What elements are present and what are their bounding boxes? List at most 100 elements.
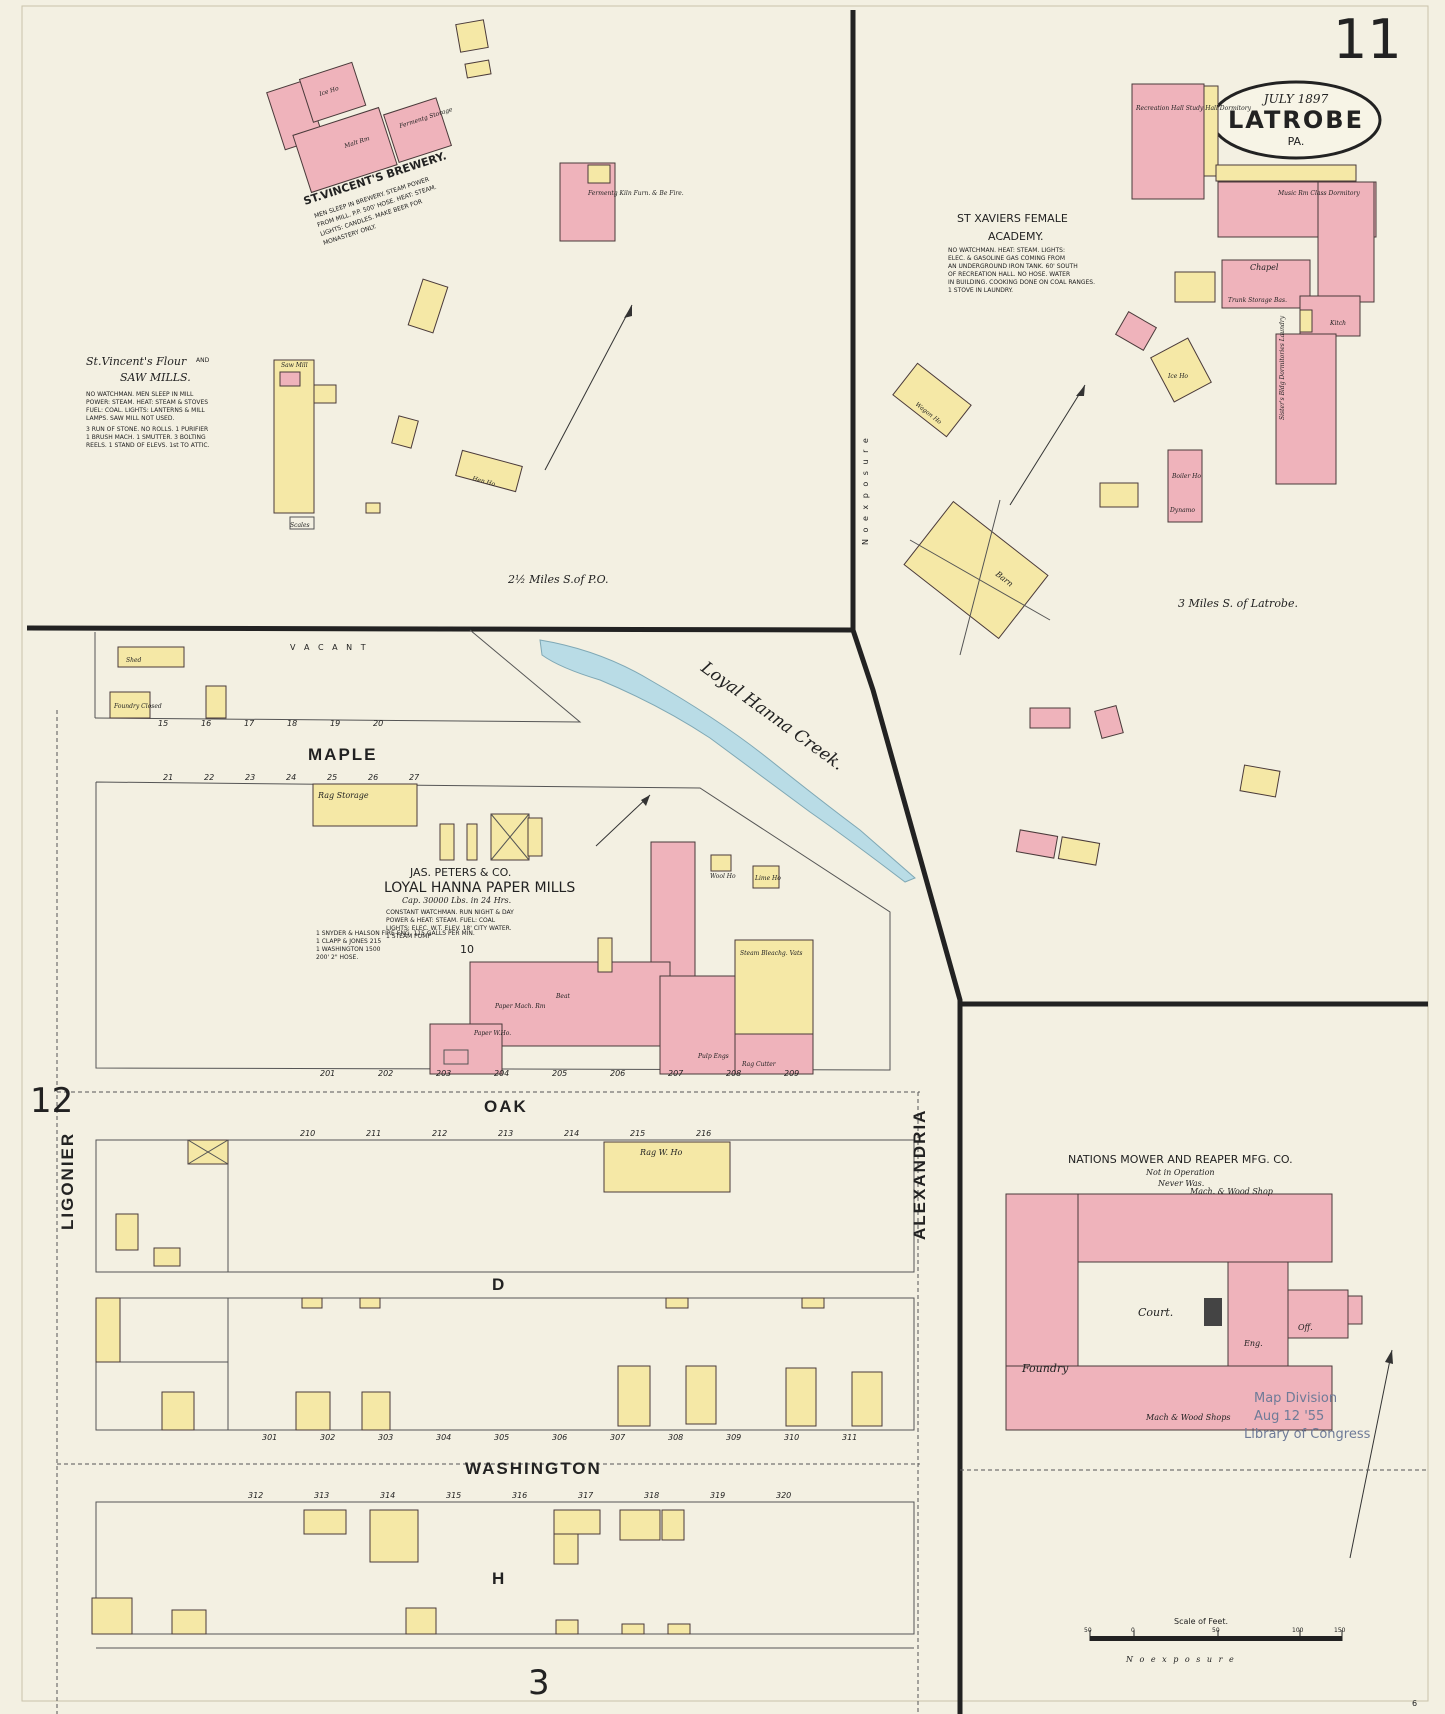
map-date: JULY 1897 <box>1261 92 1329 106</box>
flour-mill-title-1: St.Vincent's Flour <box>86 355 187 368</box>
paper-mill-hose-2: 1 CLAPP & JONES 215 <box>316 938 381 945</box>
lot-number: 301 <box>262 1433 277 1442</box>
vacant-label: V A C A N T <box>290 643 369 652</box>
mill-scales-label: Scales <box>290 522 310 529</box>
paper-mill-note-4: 1 STEAM PUMP <box>386 933 431 940</box>
lot-number: 16 <box>201 719 211 728</box>
academy-note-2: ELEC. & GASOLINE GAS COMING FROM <box>948 255 1065 262</box>
recreation-hall-label: Recreation Hall Study Hall Dormitory <box>1135 105 1252 112</box>
street-washington: WASHINGTON <box>465 1459 602 1478</box>
block-washington-h <box>91 1501 915 1649</box>
office-label: Off. <box>1298 1323 1313 1332</box>
lot-number: 209 <box>784 1069 799 1078</box>
lot-number: 311 <box>842 1433 857 1442</box>
flour-mill-note-7: REELS. 1 STAND OF ELEVS. 1st TO ATTIC. <box>86 442 210 449</box>
ne-distance-note: 3 Miles S. of Latrobe. <box>1178 597 1298 610</box>
scale-tick-3: 100 <box>1292 1627 1304 1634</box>
lot-number: 24 <box>286 773 296 782</box>
lot-number: 317 <box>578 1491 594 1500</box>
vacant-block: V A C A N T Shed Foundry Closed <box>94 629 582 723</box>
lot-number: 210 <box>300 1129 315 1138</box>
lot-number: 15 <box>158 719 168 728</box>
academy-note-5: IN BUILDING. COOKING DONE ON COAL RANGES… <box>948 279 1095 286</box>
stamp-line-1: Map Division <box>1254 1391 1337 1406</box>
bleaching-vats-label: Steam Bleachg. Vats <box>740 950 802 957</box>
flour-mill-note-3: FUEL: COAL. LIGHTS: LANTERNS & MILL <box>86 407 205 414</box>
lot-number: 308 <box>668 1433 683 1442</box>
street-maple: MAPLE <box>308 745 378 764</box>
academy-note-3: AN UNDERGROUND IRON TANK. 60' SOUTH <box>948 263 1078 270</box>
lot-number: 310 <box>784 1433 799 1442</box>
academy-group: Recreation Hall Study Hall Dormitory Mus… <box>948 83 1377 485</box>
nations-subtitle-2: Never Was. <box>1157 1179 1204 1188</box>
lot-number: 313 <box>314 1491 329 1500</box>
lot-number: 206 <box>610 1069 625 1078</box>
scale-tick-0: 50 <box>1084 1627 1092 1634</box>
flour-mill-title-2: SAW MILLS. <box>120 371 191 384</box>
street-h: H <box>492 1569 506 1588</box>
lot-number: 201 <box>320 1069 335 1078</box>
trunk-storage-label: Trunk Storage Bas. <box>1228 297 1287 304</box>
lot-number: 212 <box>432 1129 447 1138</box>
lot-number: 20 <box>373 719 383 728</box>
academy-note-6: 1 STOVE IN LAUNDRY. <box>948 287 1013 294</box>
lot-number: 305 <box>494 1433 509 1442</box>
rag-cutter-label: Rag Cutter <box>741 1061 777 1068</box>
lot-number: 19 <box>330 719 340 728</box>
lot-number: 320 <box>776 1491 791 1500</box>
sheet-number: 11 <box>1333 8 1402 71</box>
brewery-group: Ice Ho Malt Rm Fermentg Storage ST.VINCE… <box>266 19 492 247</box>
flour-mill-note-5: 3 RUN OF STONE. NO ROLLS. 1 PURIFIER <box>86 426 208 433</box>
rag-warehouse-label: Rag W. Ho <box>639 1148 683 1157</box>
scale-tick-2: 50 <box>1212 1627 1220 1634</box>
lot-number: 314 <box>380 1491 395 1500</box>
dynamo-label: Dynamo <box>1169 507 1195 514</box>
map-town: LATROBE <box>1228 106 1364 134</box>
pulp-engines-label: Pulp Engs <box>697 1053 729 1060</box>
lot-number: 307 <box>610 1433 626 1442</box>
lot-number: 26 <box>368 773 378 782</box>
section-dividers <box>26 10 1428 1714</box>
academy-title-1: ST XAVIERS FEMALE <box>957 212 1068 225</box>
flour-mill-note-6: 1 BRUSH MACH. 1 SMUTTER. 3 BOLTING <box>86 434 206 441</box>
scale-tick-4: 150 <box>1334 1627 1346 1634</box>
lot-number: 203 <box>436 1069 451 1078</box>
lot-number: 204 <box>494 1069 509 1078</box>
corner-mark: 6 <box>1412 1699 1417 1708</box>
nations-title: NATIONS MOWER AND REAPER MFG. CO. <box>1068 1153 1293 1166</box>
sisters-building-label: Sister's Bldg Dormitories Laundry <box>1279 315 1286 420</box>
lot-number: 315 <box>446 1491 461 1500</box>
lot-number: 211 <box>366 1129 381 1138</box>
flour-mill-and: AND <box>196 357 210 364</box>
academy-ice-ho-label: Ice Ho <box>1167 373 1188 380</box>
paper-mill-capacity: Cap. 30000 Lbs. in 24 Hrs. <box>402 896 511 905</box>
paper-mill-note-1: CONSTANT WATCHMAN. RUN NIGHT & DAY <box>386 909 514 916</box>
paper-machine-room-label: Paper Mach. Rm <box>494 1003 546 1010</box>
lot-number: 214 <box>564 1129 579 1138</box>
block-oak-d: Rag W. Ho <box>95 1139 915 1273</box>
paper-mill-hose-3: 1 WASHINGTON 1500 <box>316 946 381 953</box>
academy-title-2: ACADEMY. <box>988 230 1043 243</box>
nations-mower-works: NATIONS MOWER AND REAPER MFG. CO. Not in… <box>960 1153 1428 1559</box>
block-d-washington <box>95 1297 915 1431</box>
kitchen-label: Kitch <box>1329 320 1346 327</box>
street-alexandria: ALEXANDRIA <box>910 1109 929 1240</box>
paper-mill-hose-4: 200' 2" HOSE. <box>316 954 358 961</box>
lot-number: 213 <box>498 1129 513 1138</box>
machine-shop-top-label: Mach. & Wood Shop <box>1189 1187 1273 1196</box>
map-state: PA. <box>1288 135 1305 148</box>
lot-number: 215 <box>630 1129 645 1138</box>
lot-number: 27 <box>409 773 420 782</box>
lot-number: 208 <box>726 1069 741 1078</box>
lot-number: 316 <box>512 1491 527 1500</box>
flour-mill-note-1: NO WATCHMAN. MEN SLEEP IN MILL <box>86 391 194 398</box>
foundry-closed-label: Foundry Closed <box>113 703 162 710</box>
lot-number: 304 <box>436 1433 451 1442</box>
foundry-label: Foundry <box>1021 1362 1069 1375</box>
lot-number: 306 <box>552 1433 567 1442</box>
lot-number: 207 <box>668 1069 684 1078</box>
paper-mill-owner: JAS. PETERS & CO. <box>409 866 511 879</box>
paper-mill-title: LOYAL HANNA PAPER MILLS <box>384 880 575 896</box>
